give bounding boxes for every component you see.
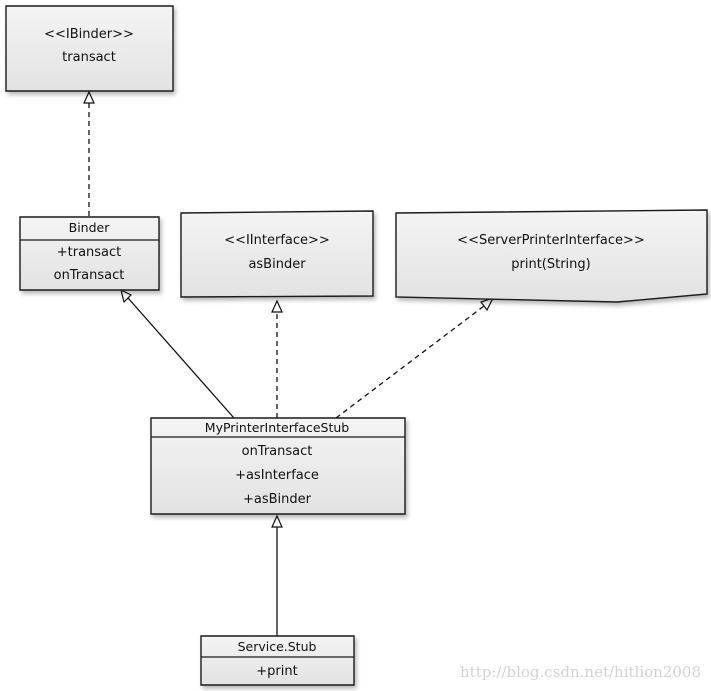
myprinterinterfacestub-member: +asBinder	[243, 492, 312, 507]
binder-member: +transact	[57, 245, 122, 260]
myprinterinterfacestub-class-box: MyPrinterInterfaceStub onTransact +asInt…	[150, 417, 406, 515]
realization-arrowhead	[480, 296, 495, 312]
ibinder-interface-box: <<IBinder>> transact	[5, 5, 174, 92]
realization-arrowhead	[83, 90, 95, 104]
binder-member: onTransact	[54, 268, 125, 283]
ibinder-stereotype: <<IBinder>>	[44, 27, 134, 42]
watermark-text: http://blog.csdn.net/hitlion2008	[460, 663, 701, 681]
realization-arrowhead	[271, 299, 283, 313]
edge-servicestub-to-stub	[271, 514, 283, 636]
iinterface-box: <<IInterface>> asBinder	[180, 210, 374, 298]
ibinder-method-transact: transact	[62, 50, 116, 65]
myprinterinterfacestub-class-title: MyPrinterInterfaceStub	[205, 420, 349, 435]
generalization-arrowhead	[120, 288, 133, 304]
binder-class-box: Binder +transact onTransact	[19, 216, 160, 291]
myprinterinterfacestub-member: onTransact	[242, 444, 313, 459]
edge-stub-to-serverprinterinterface	[335, 296, 495, 419]
servicestub-class-title: Service.Stub	[238, 639, 317, 654]
serverprinterinterface-box: <<ServerPrinterInterface>> print(String)	[395, 209, 708, 303]
iinterface-method-asbinder: asBinder	[248, 257, 306, 272]
serverprinterinterface-stereotype: <<ServerPrinterInterface>>	[457, 233, 645, 248]
myprinterinterfacestub-member: +asInterface	[235, 468, 319, 483]
generalization-arrowhead	[271, 514, 283, 528]
edge-binder-to-ibinder	[83, 90, 95, 216]
binder-class-title: Binder	[69, 220, 111, 235]
iinterface-stereotype: <<IInterface>>	[224, 233, 330, 248]
serverprinterinterface-method-print: print(String)	[511, 257, 591, 272]
servicestub-class-box: Service.Stub +print	[200, 635, 355, 686]
edge-stub-to-binder	[120, 288, 235, 419]
servicestub-member: +print	[256, 664, 297, 679]
edge-stub-to-iinterface	[271, 299, 283, 418]
